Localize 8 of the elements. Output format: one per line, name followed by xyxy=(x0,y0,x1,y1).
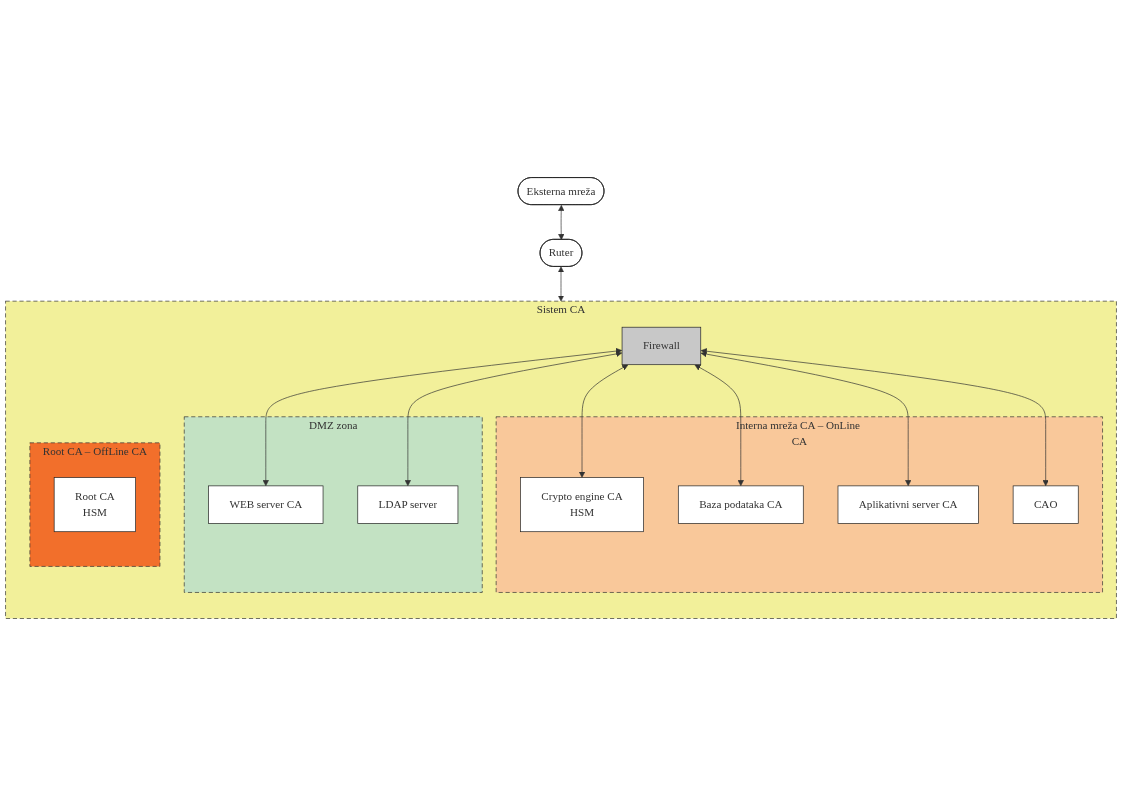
node-box: Root CA HSM xyxy=(53,477,136,532)
node-box: Firewall xyxy=(621,326,702,365)
node-box: WEB server CA xyxy=(208,485,324,524)
node-box: CAO xyxy=(1012,485,1079,524)
node-box: LDAP server xyxy=(357,485,459,524)
node-box: Aplikativni server CA xyxy=(837,485,979,524)
node-box: Crypto engine CA HSM xyxy=(520,477,644,532)
node-box: Baza podataka CA xyxy=(677,485,804,524)
